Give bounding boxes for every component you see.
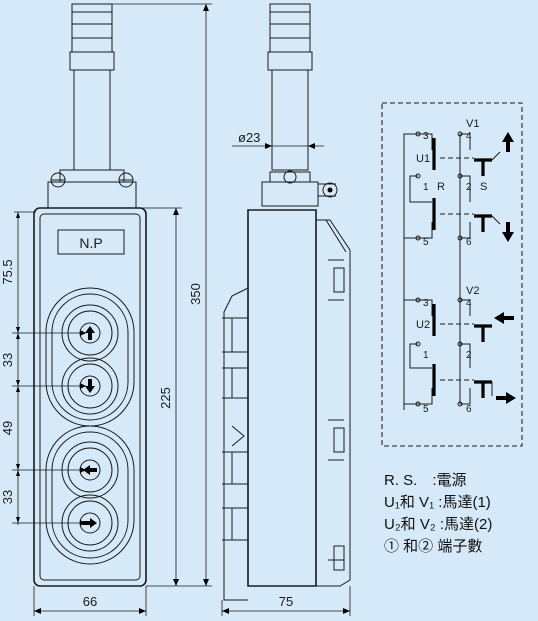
dim-cable-diameter-label: ø23 [238, 130, 260, 145]
svg-text:S: S [480, 181, 487, 193]
svg-text:5: 5 [423, 237, 429, 248]
svg-text:4: 4 [466, 298, 472, 309]
circuit-frame [381, 102, 523, 447]
legend-power: R. S. :電源 [384, 472, 467, 489]
side-cable-gland [261, 3, 338, 207]
dim-body-height-label: 225 [158, 387, 173, 409]
legend-motor-2: U₂和 V₂ :馬達(2) [384, 516, 493, 533]
nameplate-label: N.P [79, 235, 102, 251]
side-housing [222, 209, 351, 601]
dim-mid-label: 49 [0, 421, 15, 435]
v1-down-arrow-icon [502, 222, 514, 242]
button-bezel-lower [45, 425, 135, 565]
dim-btn-a-label: 33 [0, 353, 15, 367]
dim-btn-b-label: 33 [0, 490, 15, 504]
svg-text:5: 5 [423, 404, 429, 415]
button-bezel-upper [45, 287, 135, 427]
svg-text:2: 2 [466, 350, 472, 361]
side-view: ø23 [221, 3, 351, 616]
arrow-left-icon [83, 465, 97, 475]
svg-text:V1: V1 [466, 118, 479, 130]
svg-text:3: 3 [423, 298, 429, 309]
svg-text:4: 4 [466, 131, 472, 142]
circuit-diagram: V1 U1 R S 3 4 1 2 5 6 [381, 102, 523, 447]
arrow-up-icon [85, 326, 95, 340]
legend: R. S. :電源 U₁和 V₁ :馬達(1) U₂和 V₂ :馬達(2) ① … [384, 470, 534, 558]
switch-block-2: V2 U2 3 4 1 2 5 6 [404, 238, 516, 415]
arrow-down-icon [85, 379, 95, 393]
svg-text:R: R [437, 181, 445, 193]
side-depth-dimension: 75 [221, 586, 351, 616]
v2-left-arrow-icon [494, 312, 514, 324]
legend-terminals: ① 和② 端子數 [384, 538, 483, 555]
front-view: N.P [0, 3, 212, 616]
svg-text:1: 1 [423, 350, 429, 361]
svg-text:1: 1 [423, 182, 429, 193]
cable-diameter-dimension: ø23 [232, 130, 324, 149]
svg-text:V2: V2 [466, 285, 479, 297]
svg-text:U2: U2 [416, 319, 430, 331]
arrow-right-icon [83, 518, 97, 528]
nameplate [57, 229, 125, 255]
dim-width-label: 66 [83, 594, 97, 609]
v1-up-arrow-icon [502, 132, 514, 152]
svg-text:6: 6 [466, 237, 472, 248]
dim-depth-label: 75 [279, 594, 293, 609]
dim-top-label: 75.5 [0, 259, 15, 284]
svg-text:6: 6 [466, 404, 472, 415]
svg-text:2: 2 [466, 182, 472, 193]
legend-motor-1: U₁和 V₁ :馬達(1) [384, 494, 491, 511]
front-left-dimensions: 75.5 33 49 33 [0, 211, 86, 526]
switch-block-1: V1 U1 R S 3 4 1 2 5 6 [403, 118, 514, 248]
front-housing [33, 207, 147, 587]
front-width-dimension: 66 [33, 586, 147, 616]
dim-total-height-label: 350 [188, 283, 203, 305]
svg-text:3: 3 [423, 131, 429, 142]
front-cable-gland [47, 3, 137, 209]
front-right-dimensions: 350 225 [112, 3, 212, 587]
v2-right-arrow-icon [496, 392, 516, 404]
svg-text:U1: U1 [416, 153, 430, 165]
